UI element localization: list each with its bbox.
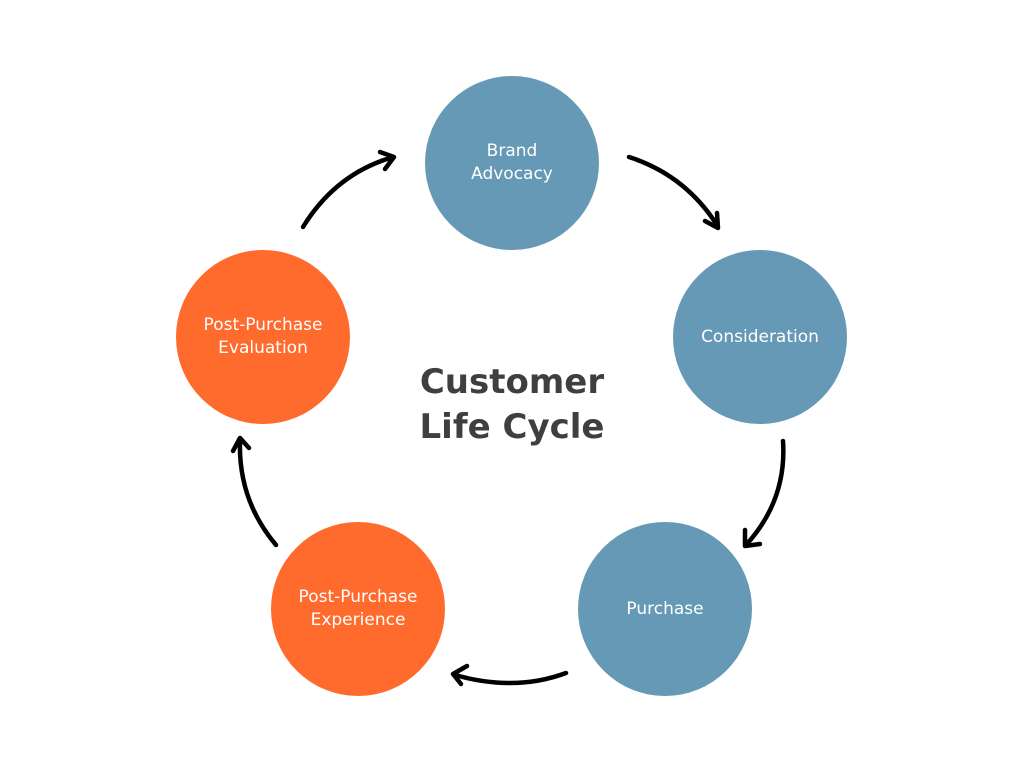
title-line-2: Life Cycle bbox=[419, 407, 605, 447]
stage-label: Evaluation bbox=[218, 338, 308, 358]
stage-label: Purchase bbox=[626, 598, 704, 619]
stage-purchase: Purchase bbox=[578, 522, 752, 696]
stage-brand-advocacy: Brand Advocacy bbox=[425, 76, 599, 250]
arrow-consideration-to-purchase bbox=[742, 438, 786, 549]
stage-label: Advocacy bbox=[471, 164, 553, 184]
arrow-post-purchase-experience-to-post-purchase-evaluation bbox=[230, 435, 279, 548]
title-line-1: Customer bbox=[419, 362, 605, 402]
stage-post-purchase-experience: Post-Purchase Experience bbox=[271, 522, 445, 696]
diagram-title: Customer Life Cycle bbox=[362, 360, 662, 450]
stage-label: Experience bbox=[310, 610, 406, 630]
arrow-brand-advocacy-to-consideration bbox=[626, 154, 721, 231]
arrow-purchase-to-post-purchase-experience bbox=[450, 663, 569, 687]
stage-post-purchase-evaluation: Post-Purchase Evaluation bbox=[176, 250, 350, 424]
stage-label: Post-Purchase bbox=[298, 587, 418, 607]
stage-label: Consideration bbox=[701, 326, 819, 347]
arrow-post-purchase-evaluation-to-brand-advocacy bbox=[300, 149, 397, 230]
stage-consideration: Consideration bbox=[673, 250, 847, 424]
stage-label: Post-Purchase bbox=[203, 315, 323, 335]
stage-label: Brand bbox=[486, 141, 538, 161]
